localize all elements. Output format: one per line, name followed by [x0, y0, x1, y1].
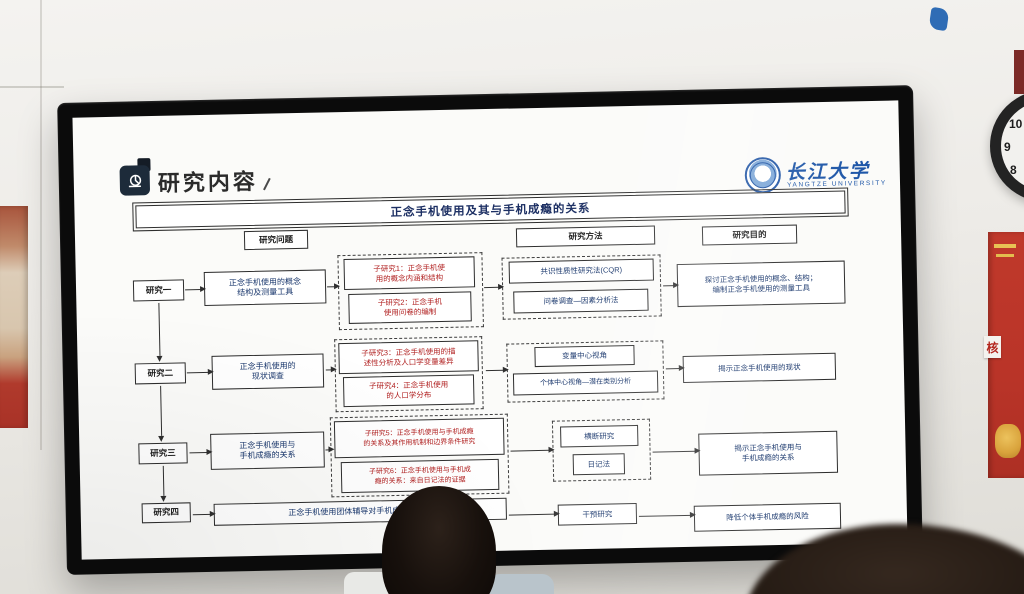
university-name-en: YANGTZE UNIVERSITY — [786, 179, 887, 189]
study2-substudy2: 子研究4：正念手机使用 的人口学分布 — [342, 374, 475, 408]
slide-title: 研究内容 — [157, 168, 259, 196]
study1-topic: 正念手机使用的概念 结构及测量工具 — [203, 269, 327, 306]
study2-label: 研究二 — [134, 362, 187, 385]
left-wall-poster — [0, 206, 28, 428]
study4-method1: 干预研究 — [557, 502, 638, 526]
arrow-right-icon — [485, 369, 504, 372]
clock-number: 8 — [1010, 163, 1017, 177]
arrow-right-icon — [325, 369, 332, 371]
wall-logo-decoration — [928, 6, 950, 32]
study3-topic: 正念手机使用与 手机成瘾的关系 — [210, 431, 325, 470]
poster-gold-emblem — [995, 424, 1021, 458]
study4-label: 研究四 — [141, 502, 191, 524]
arrow-right-icon — [185, 289, 202, 291]
poster-text-line-decoration — [994, 244, 1016, 248]
slide-banner-title: 正念手机使用及其与手机成瘾的关系 — [132, 185, 849, 234]
title-stroke-decoration — [263, 177, 271, 191]
study3-method1: 横断研究 — [560, 424, 639, 448]
study1-method1: 共识性质性研究法(CQR) — [508, 258, 655, 284]
study3-method2: 日记法 — [572, 453, 626, 476]
arrow-right-icon — [665, 368, 680, 370]
study1-label: 研究一 — [132, 279, 185, 302]
arrow-right-icon — [484, 286, 500, 289]
person-center-head — [382, 486, 496, 594]
arrow-right-icon — [327, 286, 336, 288]
arrow-right-icon — [510, 449, 550, 452]
study2-goal: 揭示正念手机使用的现状 — [682, 352, 837, 383]
wall-corner-line — [40, 0, 42, 450]
arrow-right-icon — [663, 285, 675, 287]
study2-method1: 变量中心视角 — [534, 344, 635, 368]
arrow-right-icon — [192, 513, 211, 516]
study1-substudy2: 子研究2：正念手机 使用问卷的编制 — [348, 291, 472, 324]
wall-red-strip — [1014, 50, 1024, 94]
arrow-right-icon — [325, 449, 330, 451]
presentation-slide: 研究内容 长江大学 YANGTZE UNIVERSITY 正念手机使用及其与手机… — [72, 100, 907, 559]
clock-number: 9 — [1004, 140, 1011, 154]
person-center-shoulder — [488, 574, 554, 594]
arrow-right-icon — [189, 451, 208, 454]
wall-clock: 10 9 8 — [990, 90, 1024, 202]
arrow-right-icon — [652, 450, 696, 453]
study2-topic: 正念手机使用的 现状调查 — [211, 353, 325, 390]
arrow-down-icon — [162, 465, 165, 496]
poster-text-line-decoration — [996, 254, 1014, 257]
arrow-right-icon — [508, 513, 555, 516]
study3-label: 研究三 — [138, 442, 188, 465]
arrow-down-icon — [158, 302, 161, 356]
arrow-right-icon — [638, 514, 691, 517]
university-logo-icon — [744, 156, 782, 194]
column-header-goals: 研究目的 — [701, 224, 798, 246]
arrow-down-icon — [160, 385, 163, 436]
tv-display: 研究内容 长江大学 YANGTZE UNIVERSITY 正念手机使用及其与手机… — [57, 85, 923, 575]
study3-goal: 揭示正念手机使用与 手机成瘾的关系 — [698, 430, 839, 476]
study3-substudy1: 子研究5：正念手机使用与手机成瘾 的关系及其作用机制和边界条件研究 — [333, 417, 505, 459]
tv-screen: 研究内容 长江大学 YANGTZE UNIVERSITY 正念手机使用及其与手机… — [72, 100, 908, 560]
study2-substudy1: 子研究3：正念手机使用的描 述性分析及人口学变量差异 — [338, 340, 479, 375]
clock-number: 10 — [1009, 117, 1023, 131]
study1-goal: 探讨正念手机使用的概念、结构； 编制正念手机使用的测量工具 — [676, 260, 846, 308]
study1-substudy1: 子研究1：正念手机使 用的概念内涵和结构 — [343, 256, 476, 291]
column-header-questions: 研究问题 — [243, 229, 309, 251]
study4-goal: 降低个体手机成瘾的风险 — [693, 502, 842, 532]
column-header-methods: 研究方法 — [515, 225, 656, 248]
study1-method2: 问卷调查—因素分析法 — [513, 288, 649, 314]
microscope-icon — [119, 165, 151, 196]
study3-substudy2: 子研究6：正念手机使用与手机成 瘾的关系：来自日记法的证据 — [340, 458, 500, 494]
arrow-right-icon — [186, 371, 209, 374]
whiteboard-ledge — [0, 86, 64, 88]
poster-character-tag: 核 — [984, 336, 1001, 358]
study2-method2: 个体中心视角—潜在类别分析 — [512, 370, 659, 396]
